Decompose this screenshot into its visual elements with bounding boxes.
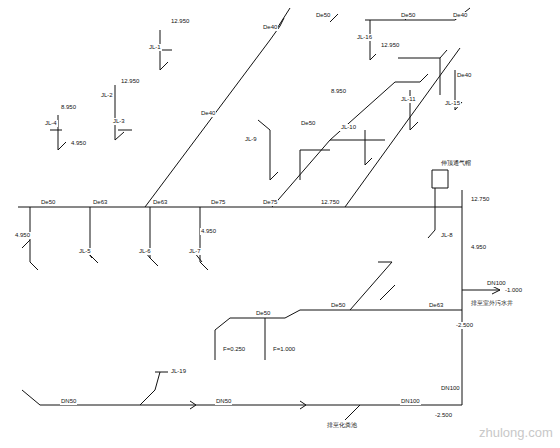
pipe-label: De50	[300, 120, 316, 127]
pipe-label: -1.000	[504, 287, 523, 294]
riser	[258, 70, 462, 180]
pipe-label: De50	[330, 302, 346, 309]
flow-arrow	[190, 401, 306, 409]
pipe-label: JL-6	[138, 248, 152, 255]
pipe-label: JL-9	[244, 136, 258, 143]
branch-pipe	[300, 20, 447, 180]
pipe-label: -2.500	[455, 322, 474, 329]
pipe-label: 12.950	[120, 78, 140, 85]
pipe-label: De75	[210, 199, 226, 206]
pipe-label: F=1.000	[272, 346, 296, 353]
bottom-pipe	[22, 372, 462, 420]
outlet-pipe	[462, 286, 500, 294]
riser	[50, 30, 172, 150]
pipe-label: DN50	[60, 398, 77, 405]
branch-pipe	[272, 82, 395, 207]
pipe-label: DN100	[486, 280, 507, 287]
pipe-label: De40	[456, 72, 472, 79]
pipe-label: De63	[152, 199, 168, 206]
branch-pipe	[345, 48, 460, 207]
pipe-label: 8.950	[60, 104, 77, 111]
pipe-label: 4.950	[14, 232, 31, 239]
pipe-label: 4.950	[70, 140, 87, 147]
pipe-label: De50	[40, 199, 56, 206]
stack-pipe	[462, 190, 463, 405]
watermark: zhulong.com	[478, 426, 554, 440]
pipe-label: 12.750	[320, 199, 340, 206]
pipe-label: De50	[400, 12, 416, 19]
pipe-label: 12.950	[170, 18, 190, 25]
pipe-label: 12.950	[380, 42, 400, 49]
pipe-label: De40	[200, 110, 216, 117]
pipe-label: De63	[428, 302, 444, 309]
pipe-label: De50	[315, 12, 331, 19]
pipe-label: JL-8	[440, 232, 454, 239]
pipe-label: JL-3	[112, 118, 126, 125]
pipe-label: DN50	[215, 398, 232, 405]
pipe-label: 排至化粪池	[326, 422, 358, 429]
pipe-label: JL-16	[356, 34, 373, 41]
pipe-label: JL-11	[400, 96, 417, 103]
riser	[22, 207, 208, 270]
pipe-label: DN100	[440, 385, 461, 392]
pipe-label: De40	[262, 24, 278, 31]
pipe-label: JL-10	[340, 124, 357, 131]
riser	[428, 170, 448, 238]
pipe-label: 12.750	[470, 196, 490, 203]
branch-pipe	[330, 8, 470, 22]
pipe-label: 排至室外污水井	[470, 300, 514, 307]
pipe-label: JL-5	[78, 248, 92, 255]
pipe-label: DN100	[400, 398, 421, 405]
pipe-label: JL-2	[100, 92, 114, 99]
pipe-label: 8.950	[330, 88, 347, 95]
branch-pipe	[215, 262, 462, 360]
pipe-label: 伸顶通气帽	[440, 160, 472, 167]
pipe-label: JL-15	[444, 100, 461, 107]
pipe-label: JL-1	[148, 44, 162, 51]
pipe-label: F=0.250	[222, 346, 246, 353]
pipe-label: De50	[255, 310, 271, 317]
pipe-label: JL-19	[170, 368, 187, 375]
pipe-label: 4.950	[470, 244, 487, 251]
branch-pipe	[145, 8, 290, 207]
pipe-label: -2.500	[434, 412, 453, 419]
pipe-label: De75	[262, 199, 278, 206]
main-pipe	[18, 207, 462, 208]
pipe-label: De40	[452, 12, 468, 19]
pipe-label: 4.950	[200, 228, 217, 235]
pipe-label: JL-4	[44, 120, 58, 127]
pipe-label: JL-7	[188, 248, 202, 255]
pipe-label: De63	[92, 199, 108, 206]
